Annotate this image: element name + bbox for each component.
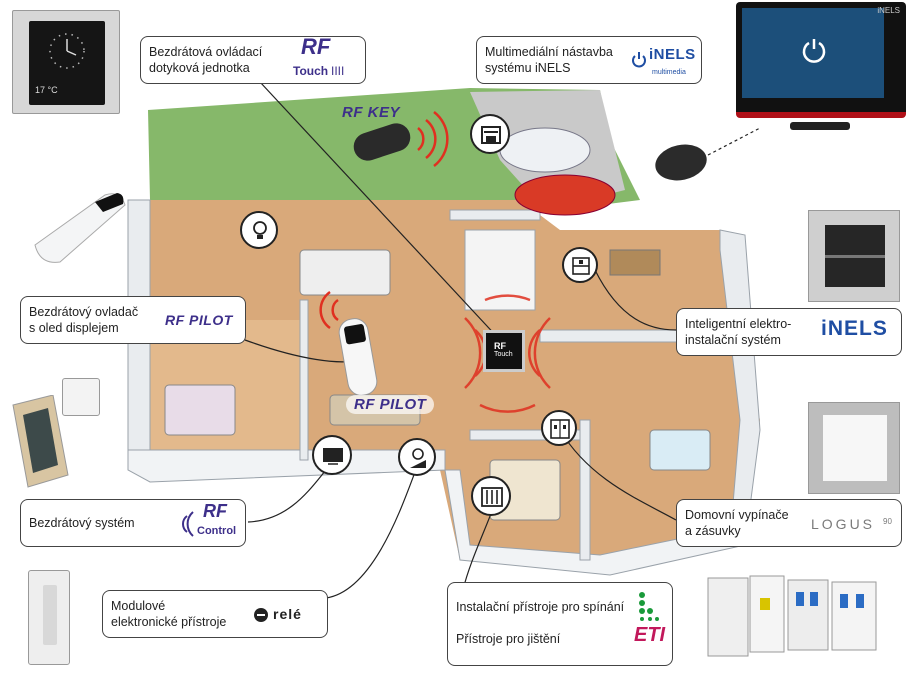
rf-touch-screen: 17 °C — [29, 21, 105, 105]
inels-power-icon — [632, 52, 646, 68]
switch-icon — [550, 419, 570, 439]
callout-logus: Domovní vypínače a zásuvky LOGUS 90 — [676, 499, 902, 547]
callout-rf-pilot: Bezdrátový ovladač s oled displejem RF P… — [20, 296, 246, 344]
wall-interior-5 — [469, 429, 581, 441]
rf-touch-center-sub: Touch — [494, 351, 513, 358]
inels-wall-panel-product — [808, 210, 900, 302]
desk — [609, 249, 661, 276]
rf-control-logo-main: RF — [203, 501, 227, 521]
car-white — [499, 127, 591, 173]
callout-rele-line1: Modulové — [111, 599, 166, 613]
tv-screen: iNELS — [736, 2, 906, 118]
callout-eti: Instalační přístroje pro spínání Přístro… — [447, 582, 673, 666]
switch-badge — [541, 410, 577, 446]
eti-dots-icon — [639, 592, 659, 621]
signal-waves-center — [464, 294, 551, 413]
garage-badge — [470, 114, 510, 154]
wall-interior-1 — [299, 299, 309, 461]
logus-switch-product — [808, 402, 900, 494]
rf-touch-logo-bars: IIII — [331, 64, 345, 78]
rf-touch-logo-main: RF — [301, 34, 331, 59]
signal-waves-key — [417, 111, 449, 167]
rf-touch-panel: 17 °C — [12, 10, 120, 114]
rf-touch-center-unit: RF Touch — [483, 330, 525, 372]
callout-rele-line2: elektronické přístroje — [111, 615, 227, 629]
sofa — [299, 249, 391, 296]
radiator-icon — [481, 487, 503, 507]
rf-control-waves-icon — [182, 511, 194, 537]
callout-rf-touch-line1: Bezdrátová ovládací — [149, 45, 263, 59]
callout-rele: Modulové elektronické přístroje relé — [102, 590, 328, 638]
rf-pilot-remote-product — [25, 190, 135, 265]
blind-badge — [562, 247, 598, 283]
wall-switch-product — [8, 395, 73, 490]
display-badge — [312, 435, 352, 475]
dimmer-badge — [398, 438, 436, 476]
rf-pilot-logo: RF PILOT — [165, 312, 233, 328]
radiator-badge — [471, 476, 511, 516]
callout-inels: Inteligentní elektro- instalační systém … — [676, 308, 902, 356]
bed — [164, 384, 236, 436]
rf-touch-logo-sub: Touch — [293, 64, 329, 78]
callout-rf-touch-line2: dotyková jednotka — [149, 61, 250, 75]
logus-logo: LOGUS — [811, 516, 876, 532]
callout-multimedia-line1: Multimediální nástavba — [485, 45, 613, 59]
rf-touch-center-main: RF — [494, 341, 506, 351]
callout-rf-pilot-line2: s oled displejem — [29, 321, 119, 335]
callout-rf-control: Bezdrátový systém RF Control — [20, 499, 246, 547]
callout-inels-line1: Inteligentní elektro- — [685, 317, 792, 331]
clock-icon — [49, 33, 85, 69]
wall-interior-2 — [449, 209, 541, 221]
tv-stand — [790, 122, 850, 130]
dimmer-icon — [410, 448, 426, 468]
rf-key-label: RF KEY — [342, 104, 401, 121]
callout-logus-line2: a zásuvky — [685, 524, 741, 538]
power-icon — [802, 39, 826, 63]
callout-eti-line2: Přístroje pro jištění — [456, 632, 561, 646]
wall-interior-4 — [579, 419, 591, 561]
callout-rf-pilot-line1: Bezdrátový ovladač — [29, 305, 139, 319]
callout-multimedia: Multimediální nástavba systému iNELS iNE… — [476, 36, 702, 84]
callout-rf-control-line1: Bezdrátový systém — [29, 516, 135, 530]
rele-logo: relé — [273, 606, 302, 622]
rele-logo-icon — [254, 608, 268, 622]
tv-logo: iNELS — [877, 6, 900, 15]
receiver-module-product — [62, 378, 100, 416]
callout-multimedia-line2: systému iNELS — [485, 61, 571, 75]
inels-multimedia-logo: iNELS — [649, 46, 696, 63]
garage-icon — [481, 126, 501, 144]
temperature-readout: 17 °C — [35, 85, 58, 95]
inels-logo: iNELS — [821, 317, 888, 340]
blind-icon — [572, 257, 590, 275]
lightbulb-badge — [240, 211, 278, 249]
callout-rf-touch: Bezdrátová ovládací dotyková jednotka RF… — [140, 36, 366, 84]
display-icon — [323, 448, 343, 465]
callout-logus-line1: Domovní vypínače — [685, 508, 789, 522]
din-relay-product — [28, 570, 70, 665]
lightbulb-icon — [253, 221, 267, 239]
circuit-breakers-product — [704, 568, 880, 660]
logus-logo-suffix: 90 — [883, 517, 892, 526]
rf-control-logo-sub: Control — [197, 525, 237, 537]
eti-logo: ETI — [634, 624, 666, 646]
callout-eti-line1: Instalační přístroje pro spínání — [456, 600, 625, 614]
signal-waves-pilot — [319, 290, 339, 330]
callout-inels-line2: instalační systém — [685, 333, 781, 347]
inels-multimedia-logo-sub: multimedia — [652, 69, 686, 76]
wall-bottom-left — [127, 449, 446, 483]
rf-pilot-scene-label: RF PILOT — [346, 395, 435, 414]
car-red — [514, 174, 616, 216]
bath — [649, 429, 711, 471]
